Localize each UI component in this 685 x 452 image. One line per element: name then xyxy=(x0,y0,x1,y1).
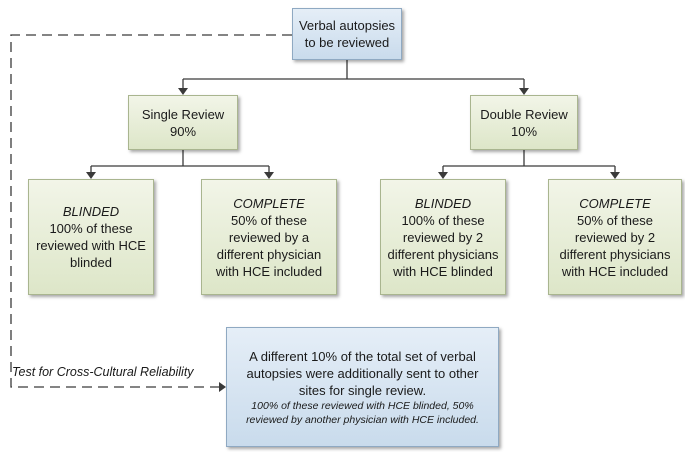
cross-cultural-label: Test for Cross-Cultural Reliability xyxy=(12,365,194,379)
leaf-single-blinded: BLINDED 100% of these reviewed with HCE … xyxy=(28,179,154,295)
cross-note-line: 100% of these reviewed with HCE blinded,… xyxy=(251,399,474,412)
leaf-title: BLINDED xyxy=(414,195,472,211)
root-line-2: to be reviewed xyxy=(304,35,390,50)
cross-line: autopsies were additionally sent to othe… xyxy=(246,365,479,381)
leaf-line: different physicians xyxy=(387,246,499,262)
leaf-line: 100% of these xyxy=(401,212,485,228)
leaf-title: COMPLETE xyxy=(579,195,651,211)
leaf-line: blinded xyxy=(70,255,112,270)
leaf-line: different physicians xyxy=(559,246,671,262)
leaf-line: 50% of these xyxy=(231,212,307,228)
cross-line: sites for single review. xyxy=(298,382,427,398)
leaf-line: with HCE included xyxy=(215,263,323,279)
arrow-head-leaf-4 xyxy=(610,172,620,179)
arrow-head-cross xyxy=(219,382,226,392)
cross-line: A different 10% of the total set of verb… xyxy=(249,348,476,364)
leaf-title: COMPLETE xyxy=(233,195,305,211)
leaf-line: different physician xyxy=(216,246,322,262)
leaf-line: 100% of these xyxy=(49,221,133,236)
single-review-node: Single Review 90% xyxy=(128,95,238,150)
leaf-line: reviewed by 2 xyxy=(402,229,484,245)
single-review-label: Single Review xyxy=(141,106,225,122)
double-review-label: Double Review xyxy=(480,106,568,122)
leaf-line: reviewed by 2 xyxy=(574,229,656,245)
leaf-single-complete: COMPLETE 50% of these reviewed by a diff… xyxy=(201,179,337,295)
double-review-node: Double Review 10% xyxy=(470,95,578,150)
leaf-line: reviewed by a xyxy=(228,229,310,245)
root-node: Verbal autopsies to be reviewed xyxy=(292,8,402,60)
leaf-line: with HCE included xyxy=(561,263,669,279)
dashed-connector xyxy=(10,34,292,388)
leaf-double-complete: COMPLETE 50% of these reviewed by 2 diff… xyxy=(548,179,682,295)
leaf-line: with HCE blinded xyxy=(393,263,493,279)
cross-note-line: reviewed by another physician with HCE i… xyxy=(246,413,479,426)
cross-cultural-node: A different 10% of the total set of verb… xyxy=(226,327,499,447)
arrow-head-double xyxy=(519,88,529,95)
arrow-head-single xyxy=(178,88,188,95)
leaf-line: reviewed with HCE xyxy=(36,238,146,253)
root-line-1: Verbal autopsies xyxy=(298,18,396,33)
leaf-line: 50% of these xyxy=(577,212,653,228)
arrow-head-leaf-2 xyxy=(264,172,274,179)
leaf-title: BLINDED xyxy=(62,204,120,219)
double-review-percent: 10% xyxy=(510,123,538,139)
leaf-double-blinded: BLINDED 100% of these reviewed by 2 diff… xyxy=(380,179,506,295)
arrow-head-leaf-1 xyxy=(86,172,96,179)
arrow-head-leaf-3 xyxy=(438,172,448,179)
single-review-percent: 90% xyxy=(169,123,197,139)
